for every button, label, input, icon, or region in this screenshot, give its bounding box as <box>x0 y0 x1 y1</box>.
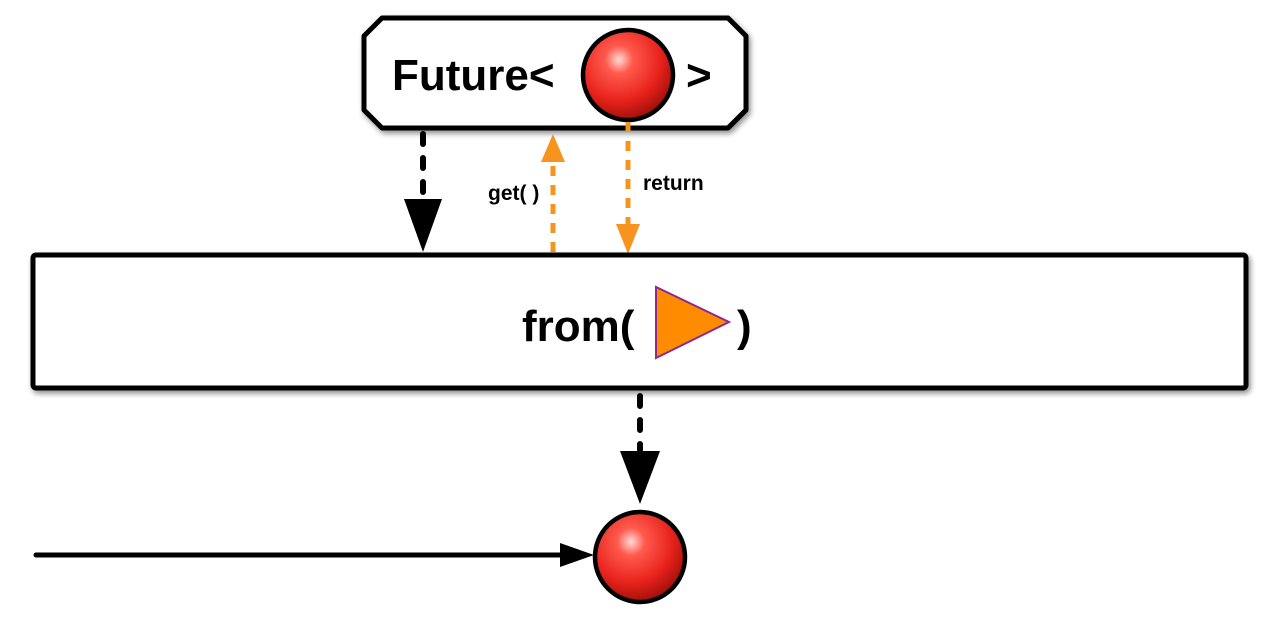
future-ball-icon <box>580 27 676 123</box>
output-timeline <box>33 543 594 567</box>
get-call-arrow <box>541 134 565 252</box>
return-label: return <box>643 172 704 195</box>
future-label-suffix: > <box>686 51 712 100</box>
subscribe-arrow <box>404 131 442 252</box>
operator-label-suffix: ) <box>737 302 752 351</box>
operator-label-prefix: from( <box>522 302 635 351</box>
output-ball-icon <box>592 509 688 605</box>
future-triangle-icon <box>655 285 732 360</box>
get-call-label: get( ) <box>488 182 539 205</box>
operator-box <box>30 252 1249 391</box>
return-arrow <box>616 122 640 254</box>
future-label-prefix: Future< <box>392 51 555 100</box>
emit-arrow <box>620 393 660 504</box>
